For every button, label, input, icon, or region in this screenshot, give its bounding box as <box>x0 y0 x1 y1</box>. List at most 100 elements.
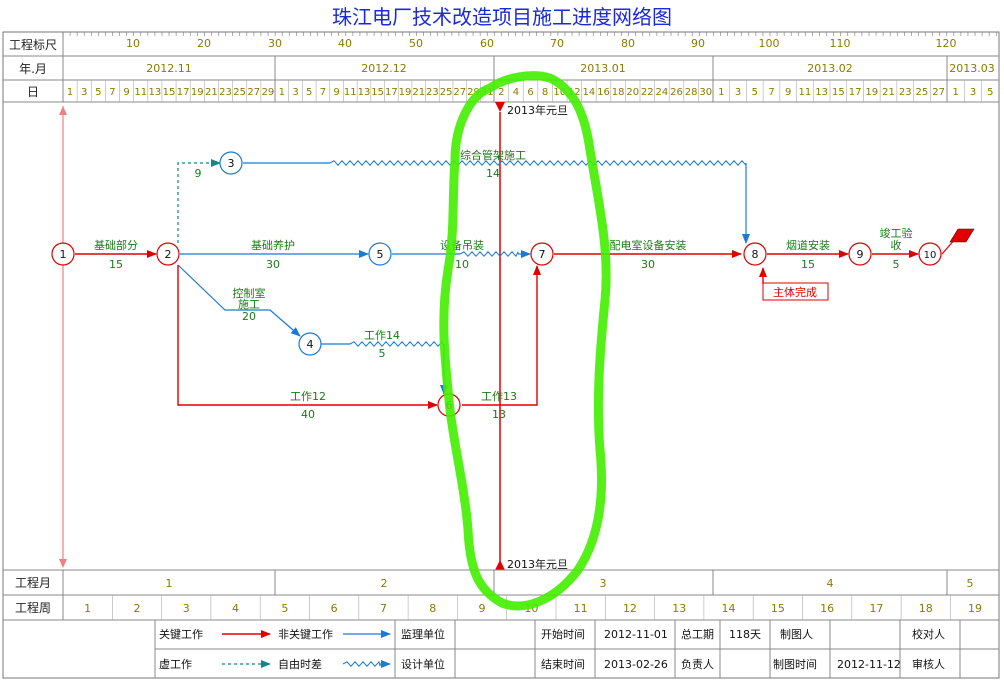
label-3-8: 综合管架施工 <box>460 148 526 162</box>
label-1-2: 基础部分 <box>94 238 138 252</box>
node-8[interactable]: 8 <box>743 242 767 266</box>
node-4[interactable]: 4 <box>298 332 322 356</box>
milestone-main-label: 主体完成 <box>773 285 817 299</box>
day-cell-dec-11: 11 <box>344 87 357 98</box>
node-3[interactable]: 3 <box>219 151 243 175</box>
day-cell-nov-21: 21 <box>205 87 218 98</box>
arrow-2-3 <box>177 159 221 243</box>
day-cell-jan-14: 14 <box>583 87 596 98</box>
project-week-14: 14 <box>722 602 736 615</box>
page-title: 珠江电厂技术改造项目施工进度网络图 <box>332 5 672 29</box>
legend-noncritical-label: 非关键工作 <box>278 627 333 641</box>
scale-tick-10: 10 <box>126 37 140 50</box>
day-cell-mar-3: 3 <box>970 87 976 98</box>
day-cell-feb-19: 19 <box>865 87 878 98</box>
month-2013-01: 2013.01 <box>580 62 626 75</box>
highlight-annotation <box>439 71 611 611</box>
scale-tick-120: 120 <box>936 37 957 50</box>
day-cell-dec-9: 9 <box>333 87 339 98</box>
day-cell-feb-13: 13 <box>815 87 828 98</box>
day-cell-dec-13: 13 <box>358 87 371 98</box>
scale-tick-100: 100 <box>759 37 780 50</box>
node-5[interactable]: 5 <box>368 242 392 266</box>
day-cell-dec-29: 29 <box>467 87 480 98</box>
label-9-10-line1: 竣工验 <box>880 226 913 240</box>
info-draw-time-value: 2012-11-12 <box>837 658 901 671</box>
node-1-label: 1 <box>60 248 67 261</box>
scale-ruler <box>62 32 997 36</box>
info-duration-label: 总工期 <box>681 627 714 641</box>
label-4-6: 工作14 <box>364 329 400 342</box>
project-week-4: 4 <box>232 602 239 615</box>
duration-6-7: 13 <box>492 408 506 421</box>
month-row-label: 年.月 <box>19 62 47 76</box>
scale-tick-80: 80 <box>621 37 635 50</box>
day-cell-feb-7: 7 <box>768 87 774 98</box>
free-float-3-8 <box>329 160 747 167</box>
day-cell-jan-30: 30 <box>699 87 712 98</box>
project-week-18: 18 <box>919 602 933 615</box>
day-cell-nov-5: 5 <box>95 87 101 98</box>
node-10[interactable]: 10 <box>918 242 942 266</box>
day-cell-dec-7: 7 <box>320 87 326 98</box>
label-8-9: 烟道安装 <box>786 238 830 252</box>
info-owner-label: 负责人 <box>681 657 714 671</box>
day-cell-jan-26: 26 <box>670 87 683 98</box>
node-1[interactable]: 1 <box>51 242 75 266</box>
info-reviewer-label: 审核人 <box>912 657 945 671</box>
scale-tick-40: 40 <box>338 37 352 50</box>
project-month-1: 1 <box>166 577 173 590</box>
day-cell-nov-27: 27 <box>247 87 260 98</box>
day-cell-jan-2: 2 <box>498 87 504 98</box>
day-cell-feb-17: 17 <box>849 87 862 98</box>
project-week-2: 2 <box>133 602 140 615</box>
project-month-4: 4 <box>827 577 834 590</box>
day-cell-feb-15: 15 <box>832 87 845 98</box>
node-7[interactable]: 7 <box>530 242 554 266</box>
duration-1-2: 15 <box>109 258 123 271</box>
project-week-8: 8 <box>429 602 436 615</box>
duration-4-6: 5 <box>379 347 386 360</box>
day-cell-nov-13: 13 <box>148 87 161 98</box>
day-cell-jan-4: 4 <box>513 87 519 98</box>
duration-8-9: 15 <box>801 258 815 271</box>
month-2012-12: 2012.12 <box>361 62 407 75</box>
milestone-bottom-label: 2013年元旦 <box>507 557 568 571</box>
duration-2-3: 9 <box>195 167 202 180</box>
node-2[interactable]: 2 <box>156 242 180 266</box>
day-cell-dec-27: 27 <box>453 87 466 98</box>
info-start-label: 开始时间 <box>541 627 585 641</box>
month-2012-11: 2012.11 <box>146 62 192 75</box>
day-cell-dec-17: 17 <box>385 87 398 98</box>
day-row-label: 日 <box>27 85 39 99</box>
scale-tick-110: 110 <box>830 37 851 50</box>
day-cell-nov-1: 1 <box>67 87 73 98</box>
day-cell-mar-5: 5 <box>987 87 993 98</box>
day-cell-jan-6: 6 <box>527 87 533 98</box>
node-9[interactable]: 9 <box>848 242 872 266</box>
day-cell-feb-3: 3 <box>735 87 741 98</box>
label-2-4-line2: 施工 <box>238 298 260 311</box>
node-9-label: 9 <box>857 248 864 261</box>
day-cell-nov-11: 11 <box>134 87 147 98</box>
project-week-6: 6 <box>331 602 338 615</box>
project-week-12: 12 <box>623 602 637 615</box>
node-8-label: 8 <box>752 248 759 261</box>
milestone-top-label: 2013年元旦 <box>507 103 568 117</box>
info-end-label: 结束时间 <box>541 658 585 671</box>
day-cell-feb-1: 1 <box>718 87 724 98</box>
day-cell-nov-23: 23 <box>219 87 232 98</box>
label-2-4-line1: 控制室 <box>233 286 266 300</box>
day-cell-jan-16: 16 <box>597 87 610 98</box>
project-week-3: 3 <box>183 602 190 615</box>
project-month-2: 2 <box>381 577 388 590</box>
project-week-11: 11 <box>574 602 588 615</box>
scale-tick-50: 50 <box>409 37 423 50</box>
info-draw-time-label: 制图时间 <box>773 658 817 671</box>
day-cell-jan-18: 18 <box>612 87 625 98</box>
duration-2-6: 40 <box>301 408 315 421</box>
day-cell-feb-27: 27 <box>932 87 945 98</box>
project-month-3: 3 <box>600 577 607 590</box>
